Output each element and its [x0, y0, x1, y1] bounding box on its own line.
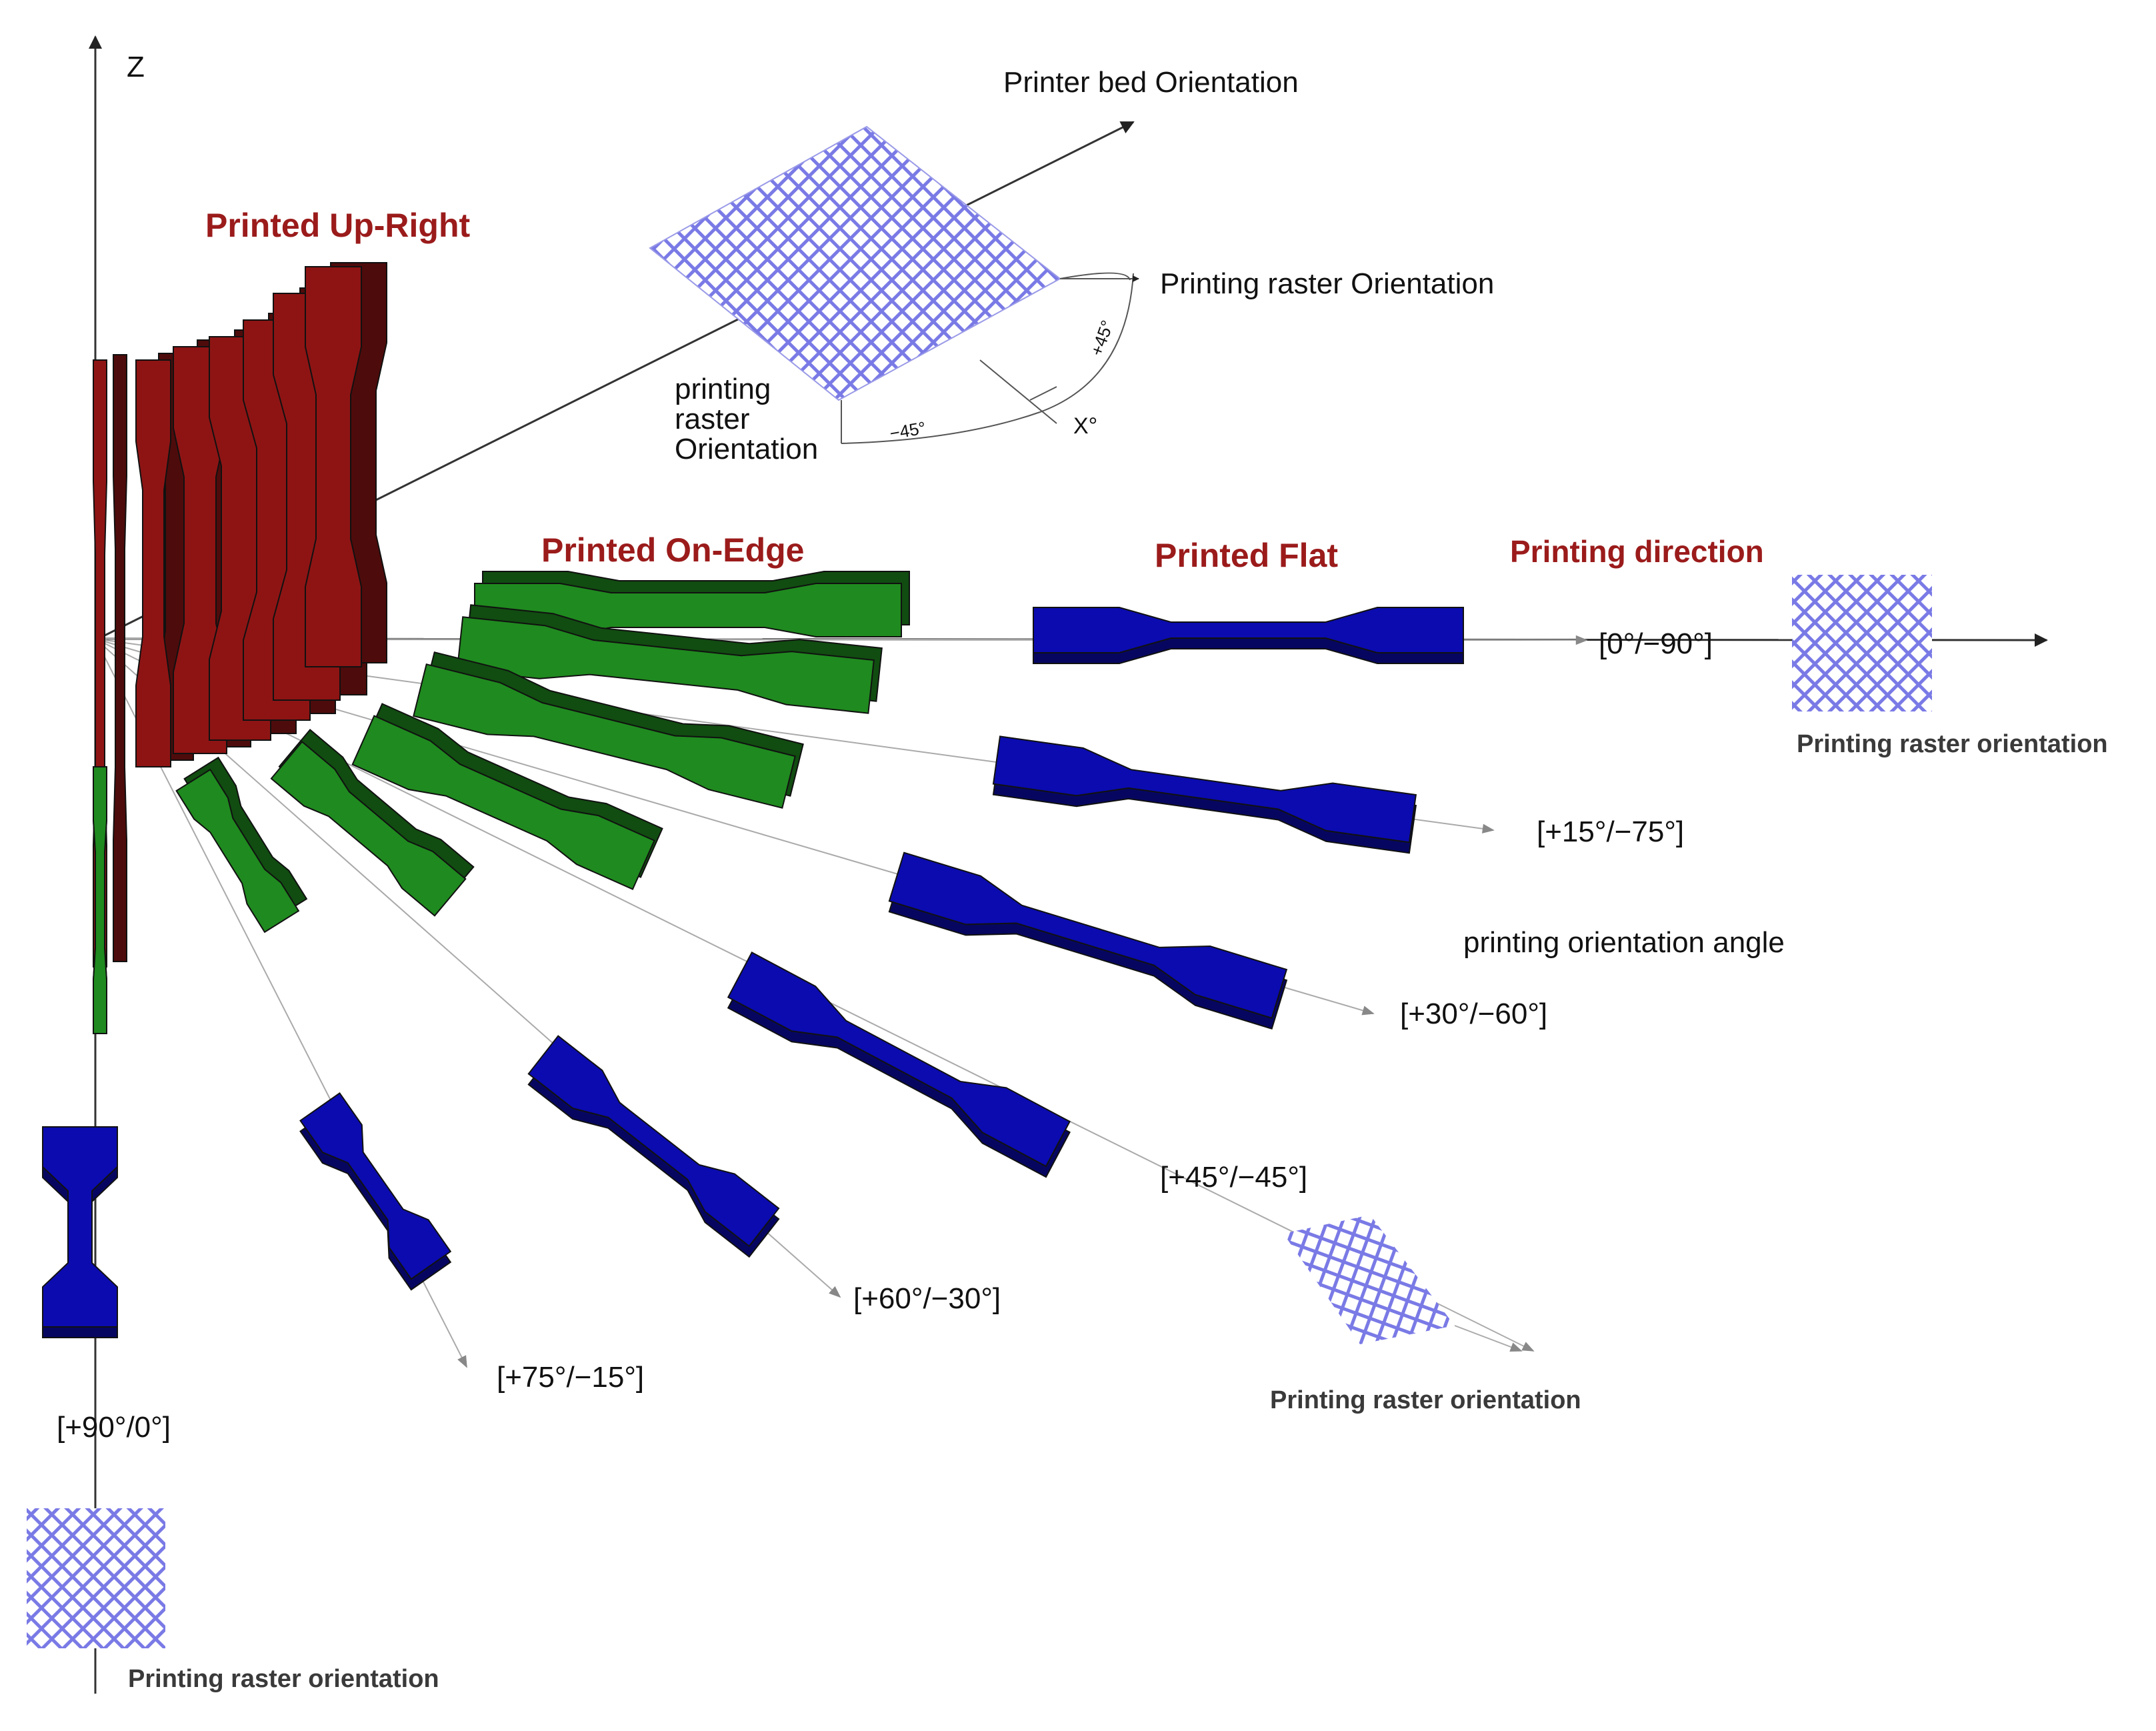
raster-caption-right: Printing raster orientation: [1797, 730, 2108, 758]
orientation-angle-caption: printing orientation angle: [1463, 926, 1785, 959]
flat-specimen-2: [888, 851, 1288, 1030]
orientation-label-90: [+90°/0°]: [57, 1411, 171, 1444]
orientation-label-30: [+30°/−60°]: [1400, 998, 1547, 1030]
bed-raster-grid: [649, 125, 1061, 401]
flat-specimen-0: [1033, 607, 1464, 664]
upright-specimen-6: [305, 262, 387, 667]
upright-specimen-0-side: [113, 354, 127, 962]
raster-square-bottom: [27, 1508, 165, 1648]
flat-specimen-3-face: [727, 952, 1071, 1168]
raster-orientation-left-label-2: raster: [675, 403, 749, 435]
raster-square-right: [1792, 575, 1932, 711]
onedge-specimen-3-face: [351, 715, 655, 890]
title-printed-onedge: Printed On-Edge: [541, 531, 804, 569]
plus45-arc: [1039, 272, 1134, 413]
raster-orientation-left-label-3: Orientation: [675, 433, 818, 465]
title-printing-direction: Printing direction: [1510, 534, 1764, 569]
flat-specimen-0-face: [1033, 607, 1464, 653]
minus45-arc: [841, 411, 1041, 444]
orientation-label-45: [+45°/−45°]: [1160, 1161, 1307, 1194]
onedge-specimen-5: [175, 756, 308, 934]
flat-specimen-1-face: [992, 735, 1417, 843]
z-axis-label: Z: [127, 51, 145, 83]
x-axis-tick: [979, 359, 1057, 424]
raster-orientation-left-label-1: printing: [675, 373, 771, 405]
x-axis-tick-perp: [1029, 386, 1057, 401]
printer-bed-label: Printer bed Orientation: [1003, 66, 1299, 99]
upright-specimen-1-face: [135, 359, 171, 767]
flat-specimen-5-face: [299, 1092, 452, 1280]
onedge-specimen-4-face: [270, 740, 467, 917]
upright-specimens: [93, 262, 387, 1034]
x-axis-label: X°: [1073, 413, 1097, 439]
raster-caption-bottom: Printing raster orientation: [128, 1665, 439, 1693]
onedge-specimen-1: [456, 604, 883, 714]
upright-specimen-6-face: [305, 266, 362, 667]
flat-specimen-4-face: [527, 1035, 780, 1248]
onedge-specimen-1-face: [456, 616, 875, 714]
raster-diamond-diag: [1283, 1215, 1455, 1344]
onedge-specimens: [175, 571, 910, 934]
flat-specimen-3: [727, 952, 1071, 1178]
flat-specimen-1: [992, 735, 1417, 854]
onedge-specimen-vertical: [93, 766, 107, 1034]
flat-specimens: [42, 607, 1464, 1338]
minus45-label: −45°: [888, 417, 927, 443]
diag-raster-arrow: [1454, 1325, 1523, 1352]
orientation-label-0: [0°/−90°]: [1599, 627, 1713, 660]
onedge-specimen-vertical-face: [93, 766, 107, 1034]
orientation-label-75: [+75°/−15°]: [497, 1361, 644, 1394]
onedge-specimen-2-face: [413, 663, 796, 809]
onedge-specimen-5-face: [175, 768, 300, 934]
onedge-specimen-4: [270, 728, 475, 917]
flat-specimen-5: [299, 1092, 452, 1291]
raster-orientation-right-label: Printing raster Orientation: [1160, 267, 1494, 300]
flat-specimen-4: [527, 1035, 780, 1258]
orientation-label-15: [+15°/−75°]: [1537, 815, 1684, 848]
onedge-specimen-3: [351, 703, 663, 890]
flat-specimen-2-face: [888, 851, 1288, 1020]
raster-caption-diag: Printing raster orientation: [1270, 1386, 1581, 1414]
flat-specimen-6: [42, 1126, 118, 1338]
title-printed-flat: Printed Flat: [1155, 537, 1338, 574]
onedge-specimen-2: [413, 651, 804, 809]
title-printed-upright: Printed Up-Right: [205, 207, 471, 244]
flat-specimen-6-face: [42, 1126, 118, 1328]
orientation-label-60: [+60°/−30°]: [853, 1282, 1001, 1315]
